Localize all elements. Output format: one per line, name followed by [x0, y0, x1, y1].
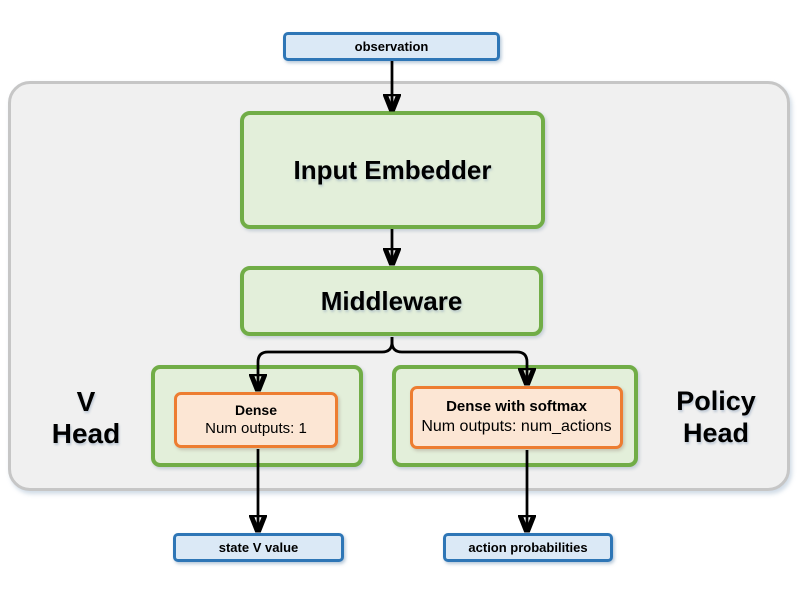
policy-head-label-line2: Head: [682, 418, 750, 448]
node-input-embedder: Input Embedder: [240, 111, 545, 229]
node-state-v-value: state V value: [173, 533, 344, 562]
v-head-label-line2: Head: [51, 418, 121, 449]
v-head-label: V Head: [25, 386, 147, 450]
node-action-probabilities: action probabilities: [443, 533, 613, 562]
dense-softmax-subtitle: Num outputs: num_actions: [421, 417, 612, 435]
node-dense-softmax: Dense with softmax Num outputs: num_acti…: [410, 386, 623, 449]
policy-head-label: Policy Head: [650, 385, 782, 449]
dense-softmax-title: Dense with softmax: [446, 398, 587, 416]
node-middleware: Middleware: [240, 266, 543, 336]
dense-subtitle: Num outputs: 1: [205, 420, 307, 438]
node-dense: Dense Num outputs: 1: [174, 392, 338, 448]
node-observation: observation: [283, 32, 500, 61]
policy-head-label-line1: Policy: [676, 386, 756, 416]
v-head-label-line1: V: [76, 386, 96, 417]
dense-title: Dense: [234, 402, 278, 419]
